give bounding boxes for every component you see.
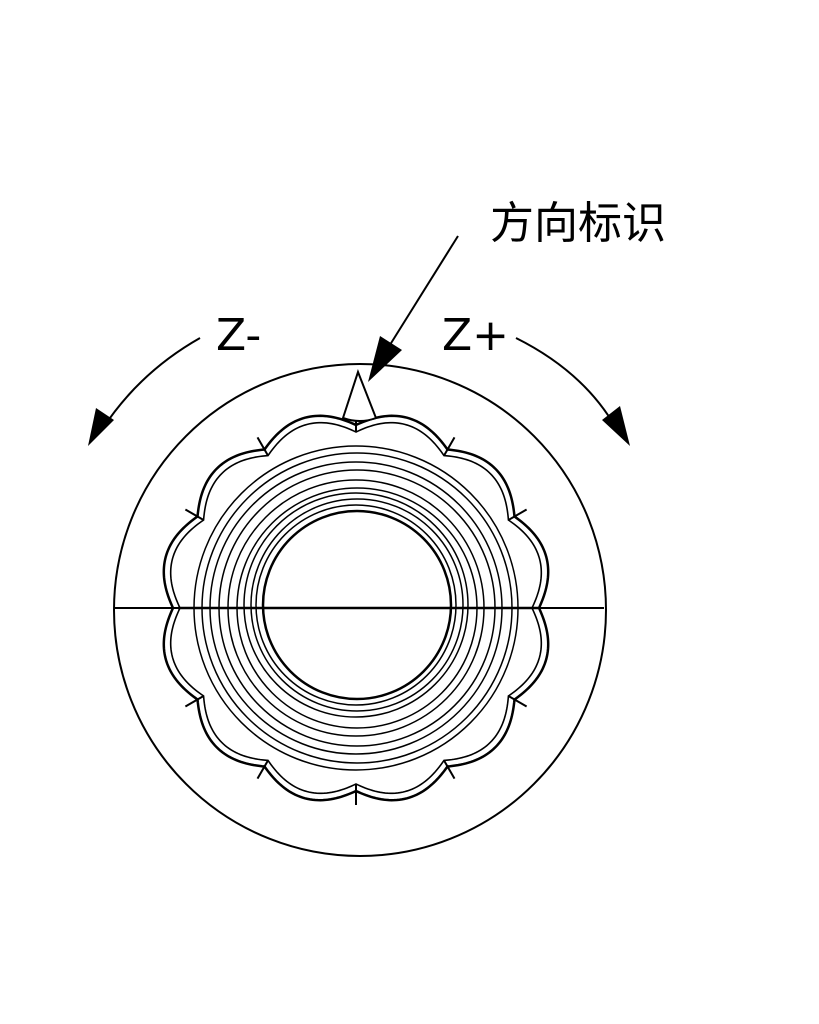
- lobe-junction-tick: [256, 436, 269, 457]
- z-plus-label: Z+: [442, 310, 509, 361]
- lobe-junction-tick: [507, 508, 528, 521]
- direction-mark-label: 方向标识: [490, 198, 666, 249]
- scalloped-knob-outline: [159, 411, 553, 805]
- leader-line: [387, 235, 459, 349]
- leader-arrowhead-icon: [368, 336, 402, 382]
- lobe-junction-tick: [443, 759, 456, 780]
- inner-ring: [250, 498, 464, 712]
- z-plus-arc: [515, 337, 617, 429]
- lobe-junction-tick: [443, 436, 456, 457]
- z-minus-arc: [102, 337, 201, 429]
- z-plus-arrowhead-icon: [602, 406, 630, 446]
- outer-ring: [113, 363, 607, 857]
- direction-indicator-triangle: [341, 369, 378, 422]
- lobe-junction-tick: [507, 695, 528, 708]
- inner-ring: [261, 509, 453, 701]
- z-minus-label: Z-: [216, 310, 261, 361]
- inner-ring: [243, 492, 469, 718]
- lobe-junction-tick: [256, 759, 269, 780]
- z-minus-arrowhead-icon: [88, 408, 114, 446]
- lobe-junction-tick: [184, 695, 205, 708]
- inner-ring: [255, 504, 457, 706]
- lobe-junction-tick: [184, 508, 205, 521]
